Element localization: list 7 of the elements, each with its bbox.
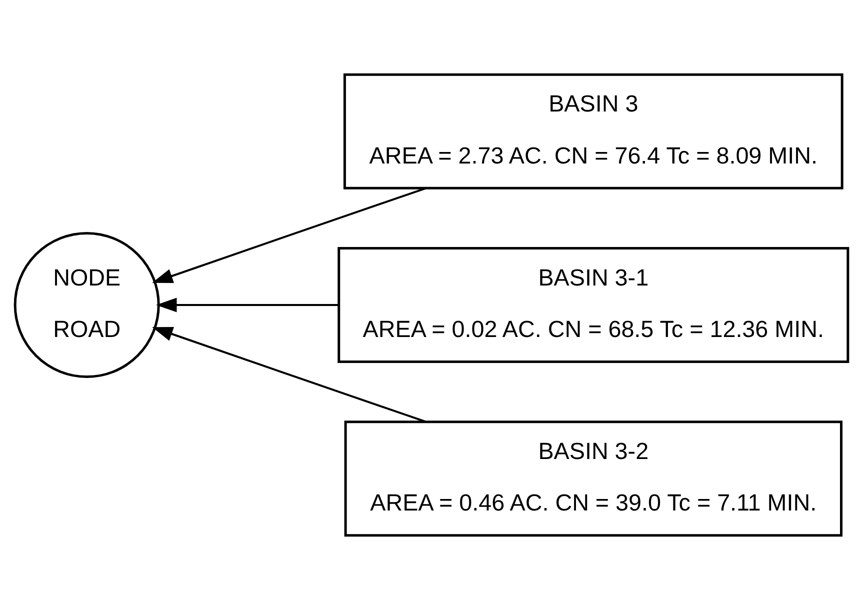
node-box: BASIN 3 AREA = 2.73 AC. CN = 76.4 Tc = 8.09 MIN. xyxy=(343,73,844,190)
arrow xyxy=(152,187,426,283)
node-circle: NODE ROAD xyxy=(14,232,160,378)
arrow xyxy=(156,298,339,312)
arrow xyxy=(152,327,426,423)
node-box: BASIN 3-1 AREA = 0.02 AC. CN = 68.5 Tc = 12.36 MIN. xyxy=(338,247,850,363)
node-box: BASIN 3-2 AREA = 0.46 AC. CN = 39.0 Tc = 7.11 MIN. xyxy=(344,420,842,537)
